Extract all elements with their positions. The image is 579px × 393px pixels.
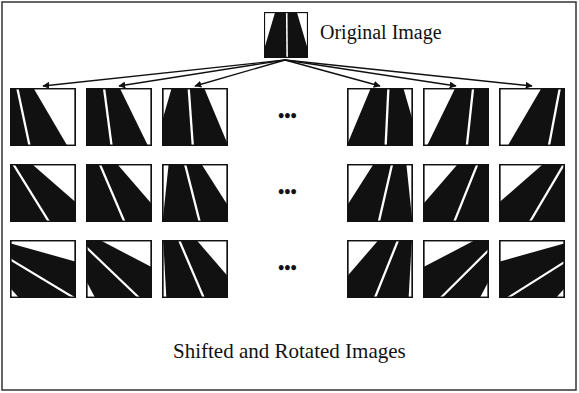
ellipsis-dots: •••: [278, 258, 297, 280]
road-thumbnail: [27, 197, 182, 336]
arrow-line: [285, 60, 456, 86]
road-thumbnail: [338, 51, 435, 171]
original-image-box: Original Image: [264, 12, 308, 58]
road-thumbnail: [132, 123, 247, 253]
original-road-image: [264, 12, 308, 58]
road-thumbnail: [0, 47, 77, 175]
road-thumbnail: [477, 119, 579, 258]
arrow-line: [119, 60, 285, 86]
figure-caption: Shifted and Rotated Images: [173, 339, 406, 364]
road-thumbnail: [0, 119, 98, 258]
road-thumbnail: [123, 196, 252, 332]
image-heading: Original Image: [320, 20, 442, 44]
road-thumbnail: [54, 49, 157, 173]
road-thumbnail: [498, 47, 579, 175]
arrow-line: [285, 60, 532, 86]
arrow-line: [43, 60, 285, 86]
figure-frame: [2, 2, 576, 390]
ellipsis-dots: •••: [278, 182, 297, 204]
arrow-line: [285, 60, 380, 86]
road-thumbnail: [44, 120, 173, 256]
arrow-line: [195, 60, 285, 86]
road-thumbnail: [473, 203, 579, 334]
road-thumbnail: [141, 51, 238, 171]
ellipsis-dots: •••: [278, 106, 297, 128]
road-picture: [264, 12, 308, 58]
